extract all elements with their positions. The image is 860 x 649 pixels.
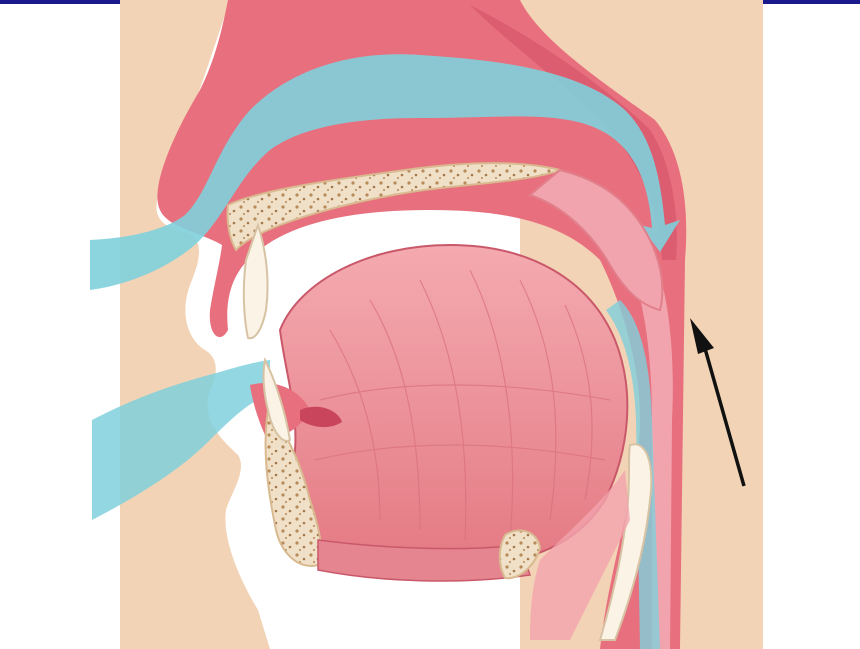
tongue: [280, 245, 627, 565]
